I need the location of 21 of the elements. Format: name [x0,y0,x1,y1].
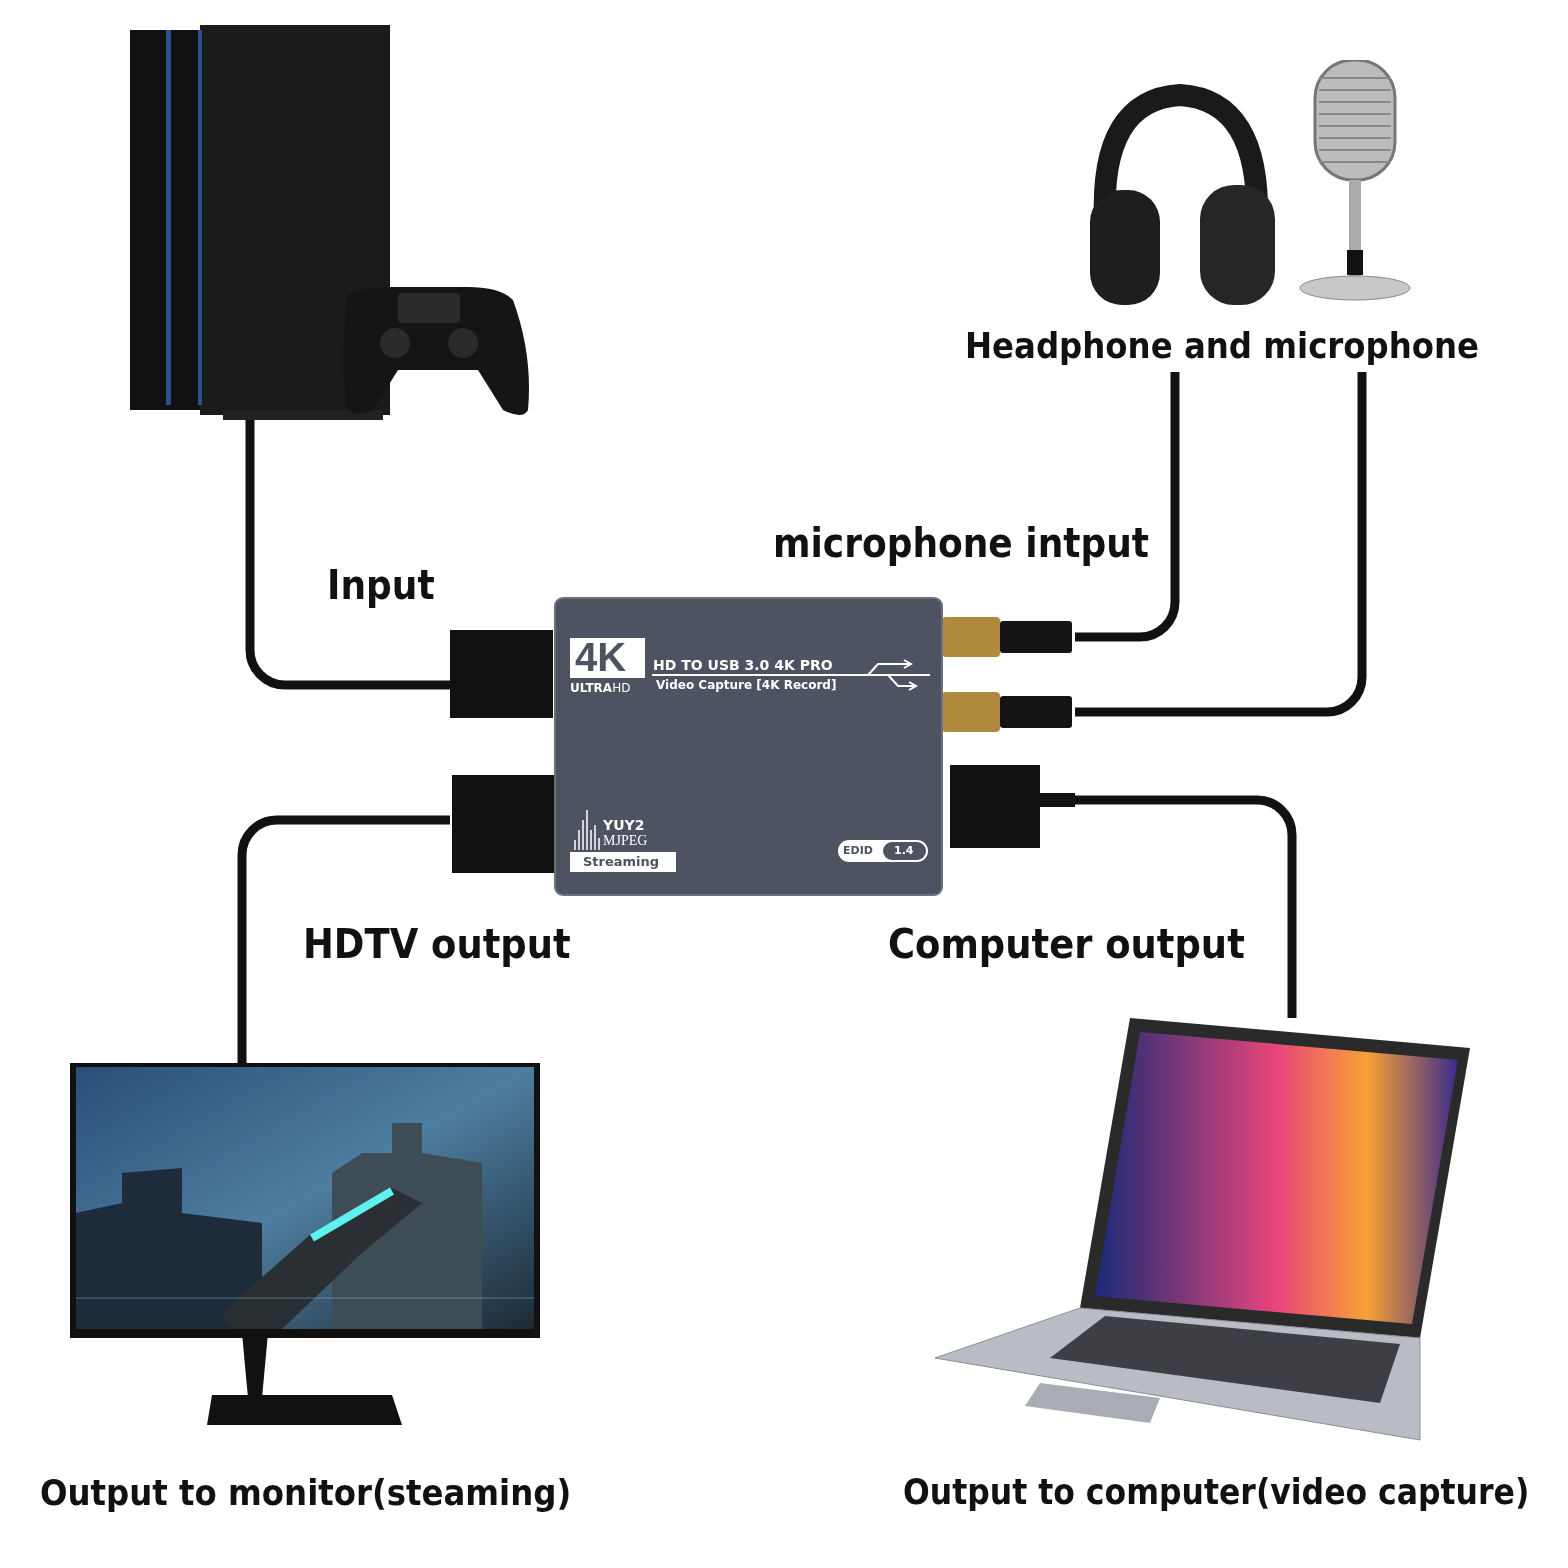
group-heading: Headphone and microphone [965,325,1480,366]
cable [1075,795,1297,1018]
callout-label: Input [327,562,435,608]
callout-label: microphone intput [773,520,1150,566]
format-text: MJPEG [603,834,648,848]
device-subtitle: Video Capture [4K Record] [656,679,837,691]
ultrahd-mark: ULTRAHD [570,682,631,694]
cable [245,420,450,690]
version-text: 1.4 [894,845,914,856]
cable [1075,372,1180,642]
device-title: HD TO USB 3.0 4K PRO [653,658,833,672]
cable [1075,372,1367,717]
format-text: YUY2 [603,818,645,832]
callout-label: Output to monitor(steaming) [40,1472,572,1513]
edid-text: EDID [843,845,873,856]
cable [237,815,450,1063]
callout-label: Output to computer(video capture) [903,1472,1530,1512]
callout-label: Computer output [888,920,1245,968]
streaming-text: Streaming [583,855,660,868]
callout-label: HDTV output [303,920,571,968]
capacity-mark: 4K [575,637,627,677]
